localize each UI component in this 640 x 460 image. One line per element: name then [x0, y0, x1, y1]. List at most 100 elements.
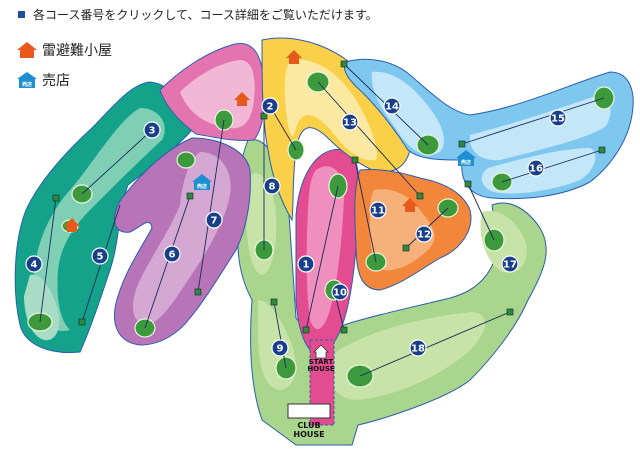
club-house-building [287, 403, 331, 419]
hole-number: 1 [303, 260, 310, 271]
hole-2-button[interactable]: 2 [261, 97, 279, 115]
hole-badge-circle [297, 255, 315, 273]
shop-icon [456, 150, 476, 166]
hole-5-button[interactable]: 5 [91, 247, 109, 265]
hole-6-button[interactable]: 6 [163, 245, 181, 263]
hole-badge-circle [369, 201, 387, 219]
instruction-header: 各コース番号をクリックして、コース詳細をご覧いただけます。 [18, 6, 378, 23]
hole-number: 7 [211, 216, 218, 227]
hole-lines [39, 63, 605, 377]
legend-shop-label: 売店 [42, 73, 70, 89]
tee-6 [186, 192, 194, 200]
shop-legend-icon-text: 売店 [22, 81, 32, 88]
hole-8-button[interactable]: 8 [263, 177, 281, 195]
hole-4-button[interactable]: 4 [25, 255, 43, 273]
tee-15 [458, 140, 466, 148]
tee-5 [78, 318, 86, 326]
hole-number: 5 [97, 252, 104, 263]
tee-10 [340, 326, 348, 334]
hole-badge-circle [341, 113, 359, 131]
line-13 [317, 81, 421, 197]
hole-badge-circle [163, 245, 181, 263]
hole-badge-circle [143, 121, 161, 139]
hole-badge-circle [409, 339, 427, 357]
hole-number: 17 [503, 260, 517, 271]
shop-marker[interactable]: 売店 [456, 150, 476, 166]
hole-number: 11 [371, 206, 385, 217]
tee-17 [464, 180, 472, 188]
hole-18-button[interactable]: 18 [409, 339, 427, 357]
hole-13-button[interactable]: 13 [341, 113, 359, 131]
putting-greens [27, 71, 615, 388]
shelter-icon [64, 218, 80, 232]
club-label-2: HOUSE [293, 430, 324, 439]
line-6 [144, 195, 191, 329]
hole-badge-circle [527, 159, 545, 177]
legend-shelter: 雷避難小屋 [16, 40, 112, 60]
line-15 [461, 97, 605, 145]
zone-blue-inner2 [469, 96, 611, 161]
hole-badge-circle [549, 109, 567, 127]
hole-10-button[interactable]: 10 [331, 283, 349, 301]
shop-icon [192, 174, 212, 190]
club-house: CLUB HOUSE [287, 403, 331, 439]
hole-number: 13 [343, 118, 357, 129]
tee-12 [402, 244, 410, 252]
line-1 [305, 185, 339, 331]
line-11 [354, 159, 377, 263]
shelter-icon [402, 198, 418, 212]
hole-number: 4 [31, 260, 38, 271]
hole-16-button[interactable]: 16 [527, 159, 545, 177]
hole-7-button[interactable]: 7 [205, 211, 223, 229]
hole-15-button[interactable]: 15 [549, 109, 567, 127]
hole-badge-circle [91, 247, 109, 265]
shelter-legend-icon [17, 42, 37, 58]
tee-14 [340, 60, 348, 68]
hole-badge-circle [261, 97, 279, 115]
hole-17-button[interactable]: 17 [501, 255, 519, 273]
tee-1 [302, 326, 310, 334]
hole-number: 14 [385, 102, 399, 113]
line-4 [39, 197, 57, 323]
hole-9-button[interactable]: 9 [271, 339, 289, 357]
hole-number: 18 [411, 344, 425, 355]
hole-badge-circle [415, 225, 433, 243]
tee-8 [260, 112, 268, 120]
shelter-icons [64, 50, 418, 232]
hole-number: 2 [267, 102, 274, 113]
club-label-1: CLUB [297, 421, 320, 430]
line-7 [197, 119, 225, 293]
line-16 [501, 149, 603, 183]
hole-badge-circle [383, 97, 401, 115]
line-18 [359, 311, 511, 377]
start-house: START HOUSE [307, 344, 335, 373]
tee-9 [270, 298, 278, 306]
hole-badge-circle [263, 177, 281, 195]
tee-4 [52, 194, 60, 202]
zone-blue-inner [371, 71, 445, 155]
line-9 [273, 301, 287, 369]
hole-1-button[interactable]: 1 [297, 255, 315, 273]
hole-number: 10 [333, 288, 347, 299]
shelter-icon [234, 92, 250, 106]
tee-11 [351, 156, 359, 164]
line-3 [81, 129, 153, 195]
hole-badge-circle [205, 211, 223, 229]
bullet-square-icon [18, 11, 25, 18]
hole-11-button[interactable]: 11 [369, 201, 387, 219]
zone-teal-inner [33, 108, 165, 331]
shop-marker[interactable]: 売店 [192, 174, 212, 190]
legend-shop: 売店 売店 [16, 70, 70, 90]
hole-14-button[interactable]: 14 [383, 97, 401, 115]
hole-3-button[interactable]: 3 [143, 121, 161, 139]
shop-legend-icon: 売店 [17, 72, 37, 88]
hole-12-button[interactable]: 12 [415, 225, 433, 243]
hole-number: 16 [529, 164, 543, 175]
zone-pink-top-inner [180, 60, 255, 129]
hole-badge-circle [501, 255, 519, 273]
tee-13 [416, 192, 424, 200]
hole-number: 9 [277, 344, 284, 355]
tee-7 [194, 288, 202, 296]
